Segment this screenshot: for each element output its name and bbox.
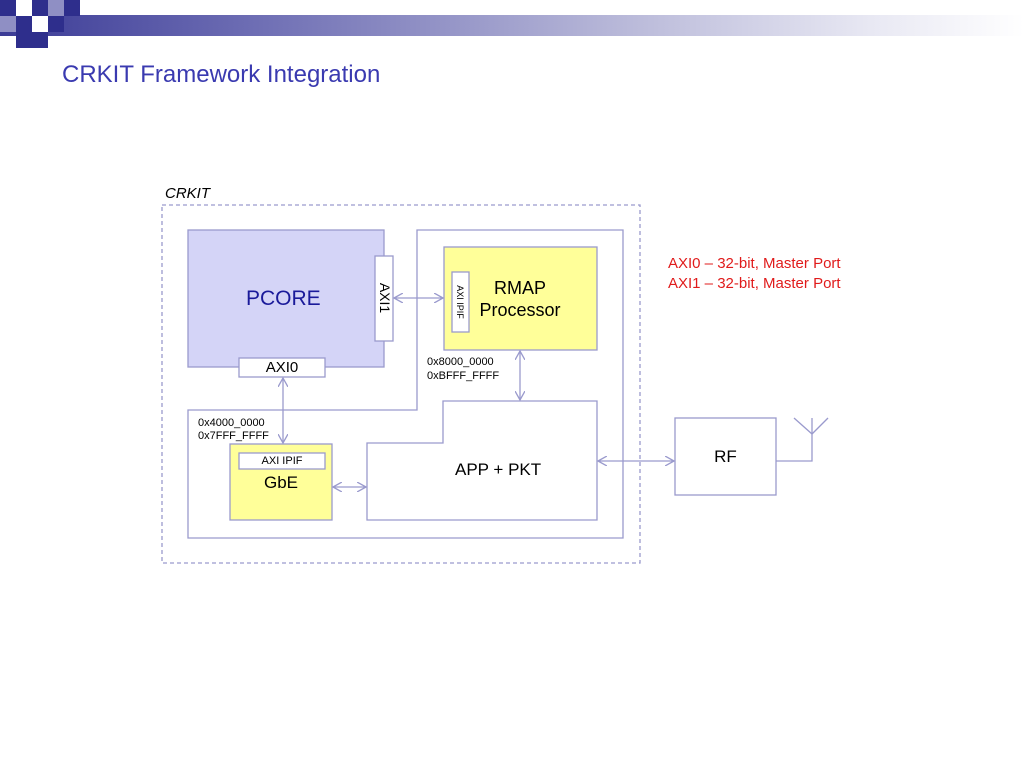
addr-gbe-end: 0x7FFF_FFFF <box>198 430 269 442</box>
gbe-ipif-label: AXI IPIF <box>261 455 303 467</box>
gbe-ipif-port <box>238 452 326 470</box>
addr-rmap-start: 0x8000_0000 <box>427 356 494 368</box>
crkit-frame <box>161 204 641 564</box>
axi1-note: AXI1 – 32-bit, Master Port <box>668 275 841 292</box>
app-pkt-block <box>366 400 598 521</box>
app-pkt-label: APP + PKT <box>455 460 542 479</box>
crkit-label: CRKIT <box>165 185 210 202</box>
axi0-note: AXI0 – 32-bit, Master Port <box>668 255 841 272</box>
header-gradient-bar <box>0 15 1024 36</box>
slide-title: CRKIT Framework Integration <box>62 61 381 88</box>
rf-label: RF <box>714 447 737 466</box>
inner-region-outline <box>187 229 624 539</box>
rmap-block <box>443 246 598 351</box>
addr-gbe-start: 0x4000_0000 <box>198 417 265 429</box>
slide-logo-squares <box>0 0 80 64</box>
rmap-label: RMAP Processor <box>470 277 570 321</box>
rmap-ipif-port <box>451 271 470 333</box>
addr-rmap-end: 0xBFFF_FFFF <box>427 370 500 382</box>
antenna-icon <box>776 417 829 462</box>
rmap-label-line2: Processor <box>479 300 561 320</box>
pcore-label: PCORE <box>246 287 321 310</box>
rmap-ipif-label: AXI IPIF <box>455 285 465 319</box>
axi1-label: AXI1 <box>377 282 393 314</box>
rmap-label-line1: RMAP <box>493 278 546 298</box>
pcore-block <box>187 229 385 368</box>
gbe-label: GbE <box>263 473 299 492</box>
axi0-label: AXI0 <box>265 359 299 376</box>
rf-block <box>674 417 777 496</box>
